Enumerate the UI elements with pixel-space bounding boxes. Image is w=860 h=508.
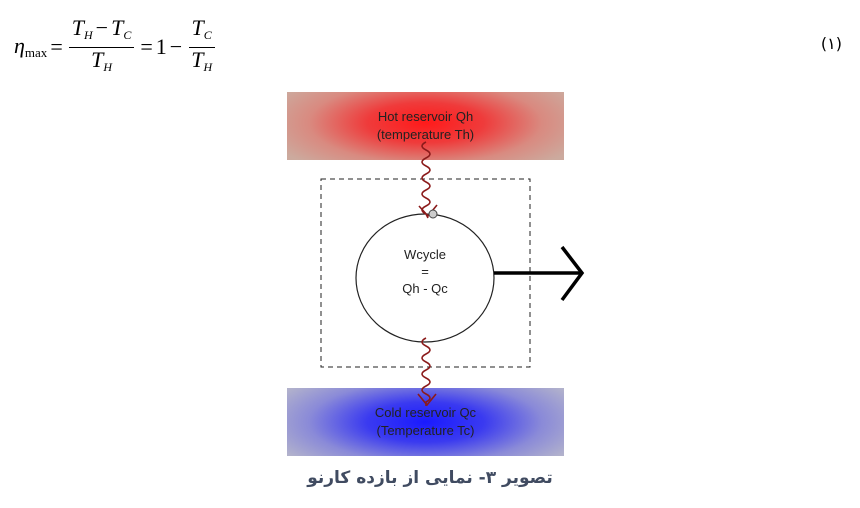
figure-caption: تصویر ۳- نمایی از بازده کارنو [307, 468, 553, 488]
fraction-denominator: TH [91, 46, 112, 74]
eta-symbol: ηmax [14, 33, 48, 60]
cold-reservoir-label: Cold reservoir Qc [374, 405, 477, 420]
fraction2-numerator: TC [188, 15, 215, 48]
fraction2-denominator: TH [191, 46, 213, 74]
hot-reservoir-temperature: (temperature Th) [376, 127, 475, 142]
heat-flow-in-arrowhead [418, 204, 438, 218]
equation-number: (۱) [820, 34, 842, 53]
heat-flow-out-line [421, 337, 431, 406]
cold-reservoir: Cold reservoir Qc (Temperature Tc) [287, 388, 564, 456]
engine-work-formula: Qh - Qc [402, 281, 448, 296]
fraction-numerator: TH−TC [68, 15, 135, 48]
contact-point [428, 209, 438, 219]
fraction-th-minus-tc-over-th: TH−TC TH [68, 15, 135, 79]
minus-sign: − [169, 34, 183, 59]
equals-sign-1: = [50, 34, 63, 59]
engine-work-label: Wcycle [404, 247, 446, 262]
engine-label: Wcycle = Qh - Qc [356, 246, 494, 297]
fraction-tc-over-th: TC TH [188, 15, 215, 79]
hot-reservoir: Hot reservoir Qh (temperature Th) [287, 92, 564, 160]
work-output-arrowhead [560, 245, 585, 302]
heat-flow-in-line [421, 141, 431, 219]
heat-flow-out-arrowhead [417, 393, 437, 407]
cold-reservoir-temperature: (Temperature Tc) [376, 423, 475, 438]
efficiency-equation: ηmax = TH−TC TH = 1 − TC TH [14, 15, 218, 79]
equals-sign-2: = [140, 34, 153, 59]
one: 1 [155, 34, 167, 59]
engine-equals: = [421, 264, 429, 279]
hot-reservoir-label: Hot reservoir Qh [377, 109, 474, 124]
